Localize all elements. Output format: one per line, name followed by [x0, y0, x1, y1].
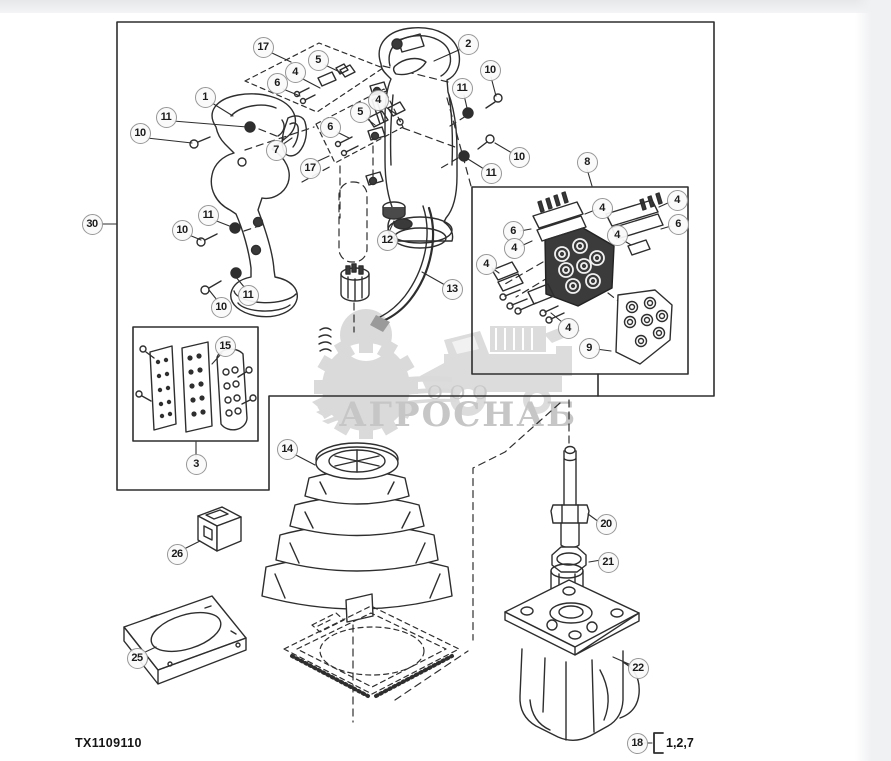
- callout-4-26: 4: [591, 197, 613, 219]
- callout-11-19: 11: [197, 204, 219, 226]
- right-chrome-strip: [855, 0, 891, 761]
- callout-8-17: 8: [576, 151, 598, 173]
- callout-4-31: 4: [475, 253, 497, 275]
- callout-10-24: 10: [210, 296, 232, 318]
- spring: [318, 327, 332, 352]
- callout-11-16: 11: [480, 162, 502, 184]
- callout-1-5: 1: [194, 86, 216, 108]
- callout-9-33: 9: [578, 337, 600, 359]
- callout-6-25: 6: [502, 220, 524, 242]
- callout-14-36: 14: [276, 438, 298, 460]
- group-box-30: [116, 21, 715, 491]
- valve-stem: [550, 445, 590, 549]
- callout-18-42: 18: [626, 732, 648, 754]
- keypad-boards: [135, 341, 257, 433]
- callout-4-32: 4: [557, 317, 579, 339]
- callout-30-18: 30: [81, 213, 103, 235]
- callout-5-9: 5: [349, 101, 371, 123]
- callout-2-4: 2: [457, 33, 479, 55]
- pilot-valve-body: [504, 563, 640, 741]
- handle-base-connector: [340, 263, 370, 302]
- callout-17-12: 17: [299, 157, 321, 179]
- callout-3-35: 3: [185, 453, 207, 475]
- port-block-detail: [491, 191, 673, 365]
- callout-10-20: 10: [171, 219, 193, 241]
- switch-parts-lower: [334, 97, 406, 157]
- callout-4-8: 4: [367, 89, 389, 111]
- callout-12-21: 12: [376, 229, 398, 251]
- callout-6-29: 6: [667, 213, 689, 235]
- callout-4-27: 4: [503, 237, 525, 259]
- alignment-dashes: [243, 65, 623, 723]
- callout-25-38: 25: [126, 647, 148, 669]
- callout-10-15: 10: [508, 146, 530, 168]
- pcb-plate-17a: [244, 42, 384, 113]
- bellows-boot: [261, 442, 453, 623]
- callout-10-13: 10: [479, 59, 501, 81]
- callout-6-3: 6: [266, 72, 288, 94]
- callout-4-2: 4: [284, 61, 306, 83]
- top-chrome-strip: [0, 0, 891, 13]
- callout-7-11: 7: [265, 139, 287, 161]
- callout-15-34: 15: [214, 335, 236, 357]
- callout-10-7: 10: [129, 122, 151, 144]
- callout-21-40: 21: [597, 551, 619, 573]
- watermark-logo: ООО АГРОСНАБ: [312, 309, 580, 439]
- callout-13-22: 13: [441, 278, 463, 300]
- reference-bracket: [653, 732, 664, 754]
- reference-note: 1,2,7: [666, 736, 694, 750]
- wiring-hose: [370, 205, 435, 332]
- callout-5-1: 5: [307, 49, 329, 71]
- callout-11-6: 11: [155, 106, 177, 128]
- connector-cube: [197, 506, 242, 552]
- callout-6-10: 6: [319, 116, 341, 138]
- callout-11-14: 11: [451, 77, 473, 99]
- leader-lines: [98, 48, 672, 744]
- callout-4-28: 4: [666, 189, 688, 211]
- watermark-org-form: ООО: [427, 382, 495, 404]
- callout-4-30: 4: [606, 224, 628, 246]
- watermark-company-name: АГРОСНАБ: [339, 395, 577, 435]
- drawing-number: TX1109110: [75, 736, 142, 750]
- gasket-hatching: [290, 654, 454, 698]
- phantom-gasket-plate: [283, 605, 460, 695]
- mounting-plate: [123, 595, 247, 685]
- inset-box-8: [471, 186, 689, 397]
- pcb-plate-17b: [315, 88, 404, 164]
- inset-box-3: [132, 326, 259, 442]
- callout-26-37: 26: [166, 543, 188, 565]
- callout-20-39: 20: [595, 513, 617, 535]
- handle-right-half: [365, 27, 461, 249]
- grommet: [382, 201, 406, 220]
- callout-17-0: 17: [252, 36, 274, 58]
- callout-22-41: 22: [627, 657, 649, 679]
- mounting-screws-and-nuts: [189, 93, 503, 295]
- callout-11-23: 11: [237, 284, 259, 306]
